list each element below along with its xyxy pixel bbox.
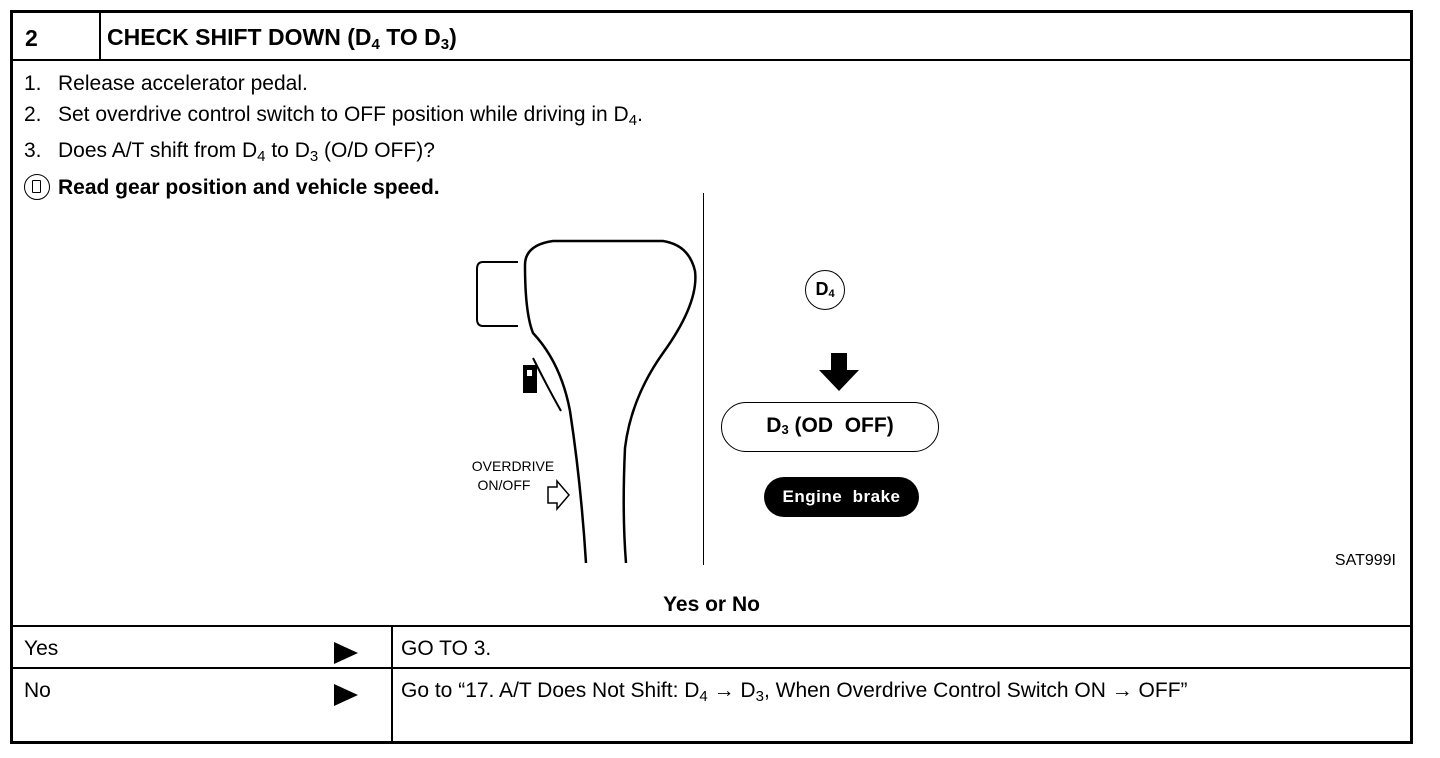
answer-action: GO TO 3.	[401, 637, 492, 660]
answer-label: Yes	[24, 637, 59, 660]
figure-code: SAT999I	[1334, 552, 1396, 569]
hollow-right-arrow-icon	[547, 478, 570, 512]
figure-divider	[703, 193, 704, 565]
play-arrow-icon	[334, 684, 358, 706]
procedure-steps: 1.Release accelerator pedal. 2.Set overd…	[24, 69, 643, 203]
step-item: 3.Does A/T shift from D4 to D3 (O/D OFF)…	[24, 139, 435, 165]
answer-table: Yes GO TO 3. No Go to “17. A/T Does Not …	[13, 625, 1410, 743]
answer-row-yes: Yes GO TO 3.	[13, 627, 1410, 669]
d4-badge: D4	[805, 270, 845, 310]
overdrive-button-shape	[476, 261, 518, 327]
step-header: 2 CHECK SHIFT DOWN (D4 TO D3)	[13, 13, 1410, 61]
answer-row-no: No Go to “17. A/T Does Not Shift: D4 → D…	[13, 669, 1410, 743]
question: Yes or No	[663, 593, 760, 616]
instruction-line: Read gear position and vehicle speed.	[24, 173, 643, 204]
answer-label: No	[24, 679, 51, 702]
knob-side-line	[532, 357, 562, 412]
consult-monitor-icon	[24, 173, 50, 200]
engine-brake-badge: Engine brake	[764, 477, 919, 517]
answer-action: Go to “17. A/T Does Not Shift: D4 → D3, …	[401, 679, 1188, 705]
overdrive-label: OVERDRIVE ON/OFF	[471, 458, 555, 493]
procedure-frame: 2 CHECK SHIFT DOWN (D4 TO D3) 1.Release …	[10, 10, 1413, 744]
illustration: OVERDRIVE ON/OFF D4 D3 (OD OFF) Engine b…	[453, 193, 993, 573]
step-item: 1.Release accelerator pedal.	[24, 72, 308, 95]
step-title: CHECK SHIFT DOWN (D4 TO D3)	[107, 24, 457, 53]
play-arrow-icon	[334, 642, 358, 664]
step-number: 2	[13, 13, 101, 59]
overdrive-switch	[523, 365, 537, 393]
down-arrow-icon	[819, 353, 859, 391]
step-item: 2.Set overdrive control switch to OFF po…	[24, 102, 643, 129]
shift-lever-illustration	[476, 239, 697, 564]
shift-knob-outline	[523, 239, 697, 564]
d3-od-off-label: D3 (OD OFF)	[721, 402, 939, 452]
